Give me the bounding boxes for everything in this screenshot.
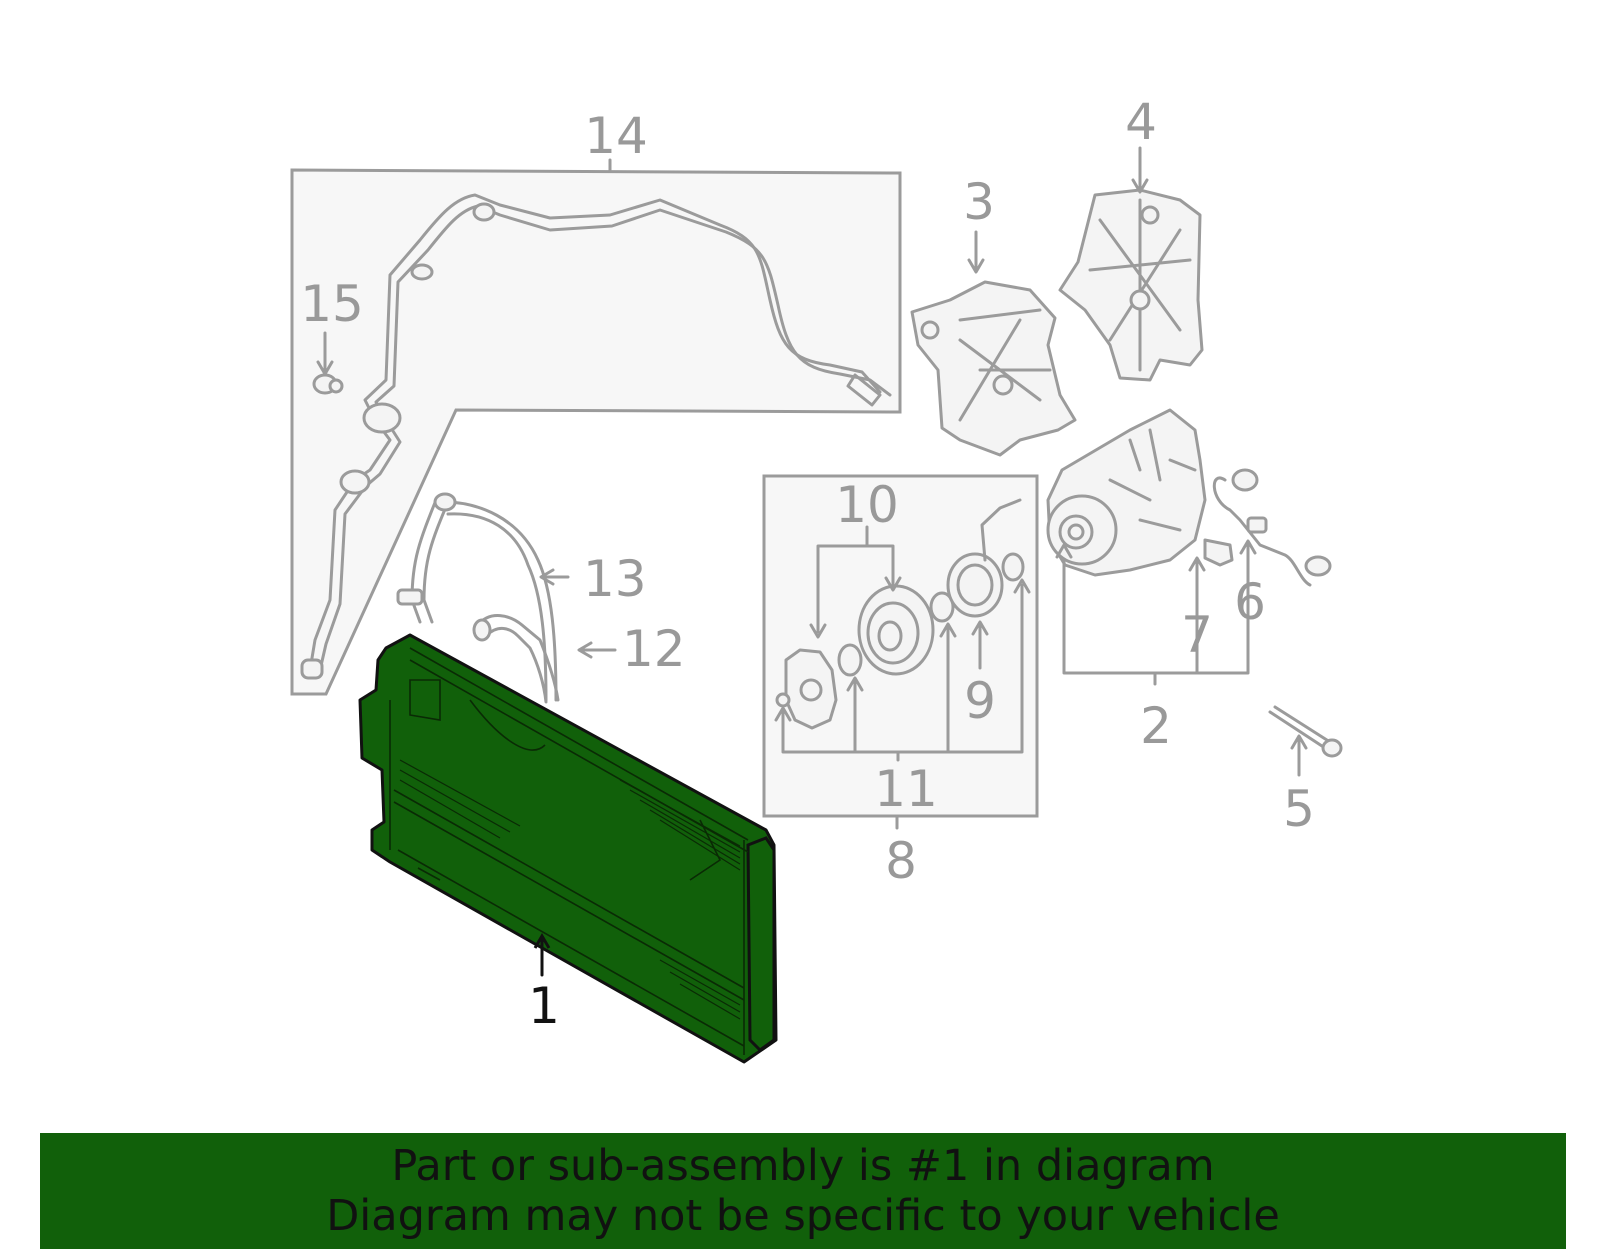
- clutch-group-box: [762, 474, 1039, 830]
- part-4-bracket: [1058, 146, 1204, 382]
- callout-5: 5: [1283, 780, 1315, 838]
- callout-14: 14: [584, 107, 648, 165]
- banner-line-disclaimer: Diagram may not be specific to your vehi…: [326, 1191, 1280, 1241]
- part-5-bolt: [1268, 705, 1343, 777]
- callout-1: 1: [528, 977, 560, 1035]
- callout-7: 7: [1181, 606, 1213, 664]
- callout-15: 15: [300, 275, 364, 333]
- part-1-condenser: [358, 633, 778, 1064]
- part-2-compressor: [1046, 408, 1332, 686]
- callout-3: 3: [963, 173, 995, 231]
- part-15-valve-cap: [312, 331, 344, 395]
- line-assembly-group: [290, 168, 902, 696]
- callout-4: 4: [1125, 93, 1157, 151]
- callout-13: 13: [583, 550, 647, 608]
- callout-8: 8: [885, 832, 917, 890]
- info-banner: Part or sub-assembly is #1 in diagram Di…: [40, 1133, 1566, 1249]
- part-12-hose: [472, 614, 617, 704]
- callout-10: 10: [835, 476, 899, 534]
- callout-12: 12: [622, 620, 686, 678]
- callout-6: 6: [1234, 573, 1266, 631]
- callout-2: 2: [1140, 697, 1172, 755]
- banner-line-part: Part or sub-assembly is #1 in diagram: [391, 1141, 1215, 1191]
- callout-9: 9: [964, 672, 996, 730]
- part-3-bracket: [910, 230, 1077, 457]
- callout-11: 11: [874, 760, 938, 818]
